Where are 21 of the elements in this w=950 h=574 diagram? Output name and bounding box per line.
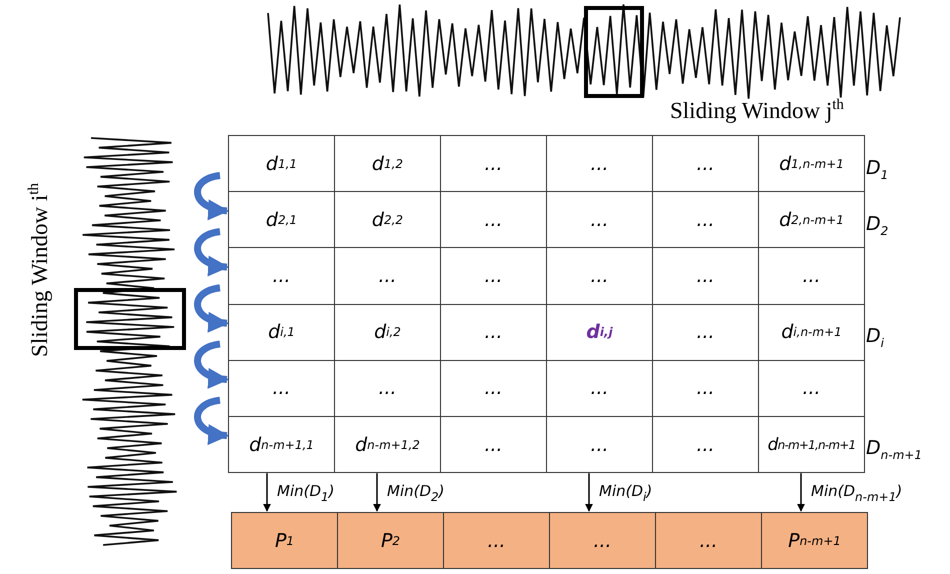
edge-label: Min(D$_{1}$) bbox=[277, 482, 335, 500]
arrow bbox=[373, 473, 381, 512]
edge-label: Min(D$_{2}$) bbox=[387, 482, 445, 500]
row-label: D$_{1}$ bbox=[866, 157, 888, 179]
profile-cell: ... bbox=[549, 512, 656, 569]
row-label: D$_{n-m+1}$ bbox=[866, 437, 922, 459]
profile-cell: ... bbox=[655, 512, 762, 569]
row-label: D$_{2}$ bbox=[866, 213, 888, 235]
curved-arrow bbox=[194, 396, 230, 444]
curved-arrow bbox=[194, 284, 230, 332]
arrow bbox=[585, 473, 593, 512]
arrow bbox=[797, 473, 805, 512]
edge-label: Min(D$_{i}$) bbox=[599, 482, 652, 500]
curved-arrow bbox=[194, 228, 230, 276]
arrow bbox=[263, 473, 271, 512]
curved-arrow bbox=[194, 172, 230, 219]
row-label: D$_{i}$ bbox=[866, 325, 884, 347]
edge-label: Min(D$_{n-m+1}$) bbox=[811, 482, 902, 500]
axis-title: Sliding Window j$^{th}$ bbox=[670, 98, 844, 124]
profile-cell: ... bbox=[443, 512, 550, 569]
curved-arrow bbox=[194, 340, 230, 388]
